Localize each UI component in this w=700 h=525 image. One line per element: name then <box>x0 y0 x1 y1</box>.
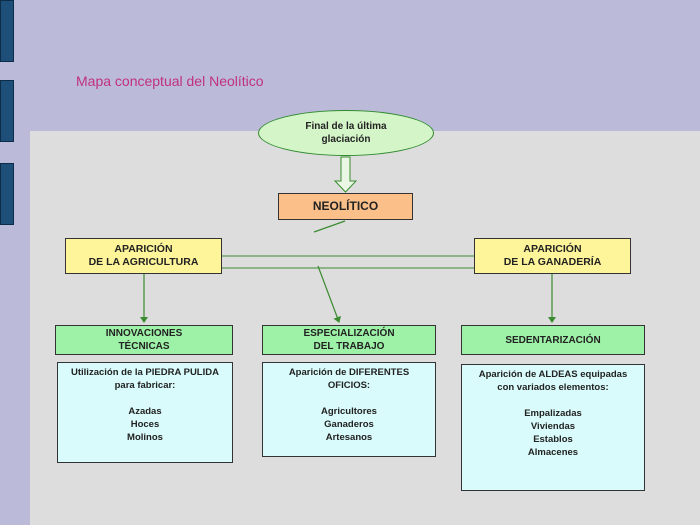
node-agricultura: APARICIÓN DE LA AGRICULTURA <box>65 238 222 274</box>
slide-tab-1 <box>0 0 14 62</box>
slide-tab-3 <box>0 163 14 225</box>
node-innovaciones: INNOVACIONES TÉCNICAS <box>55 325 233 355</box>
slide-tab-2 <box>0 80 14 142</box>
node-aldeas: Aparición de ALDEAS equipadas con variad… <box>461 364 645 491</box>
node-sedentarizacion: SEDENTARIZACIÓN <box>461 325 645 355</box>
node-ganaderia: APARICIÓN DE LA GANADERÍA <box>474 238 631 274</box>
node-oficios: Aparición de DIFERENTES OFICIOS: Agricul… <box>262 362 436 457</box>
node-glaciacion: Final de la última glaciación <box>258 110 434 156</box>
node-especializacion: ESPECIALIZACIÓN DEL TRABAJO <box>262 325 436 355</box>
page-title: Mapa conceptual del Neolítico <box>76 73 264 89</box>
node-piedra-pulida: Utilización de la PIEDRA PULIDA para fab… <box>57 362 233 463</box>
node-neolitico: NEOLÍTICO <box>278 193 413 220</box>
